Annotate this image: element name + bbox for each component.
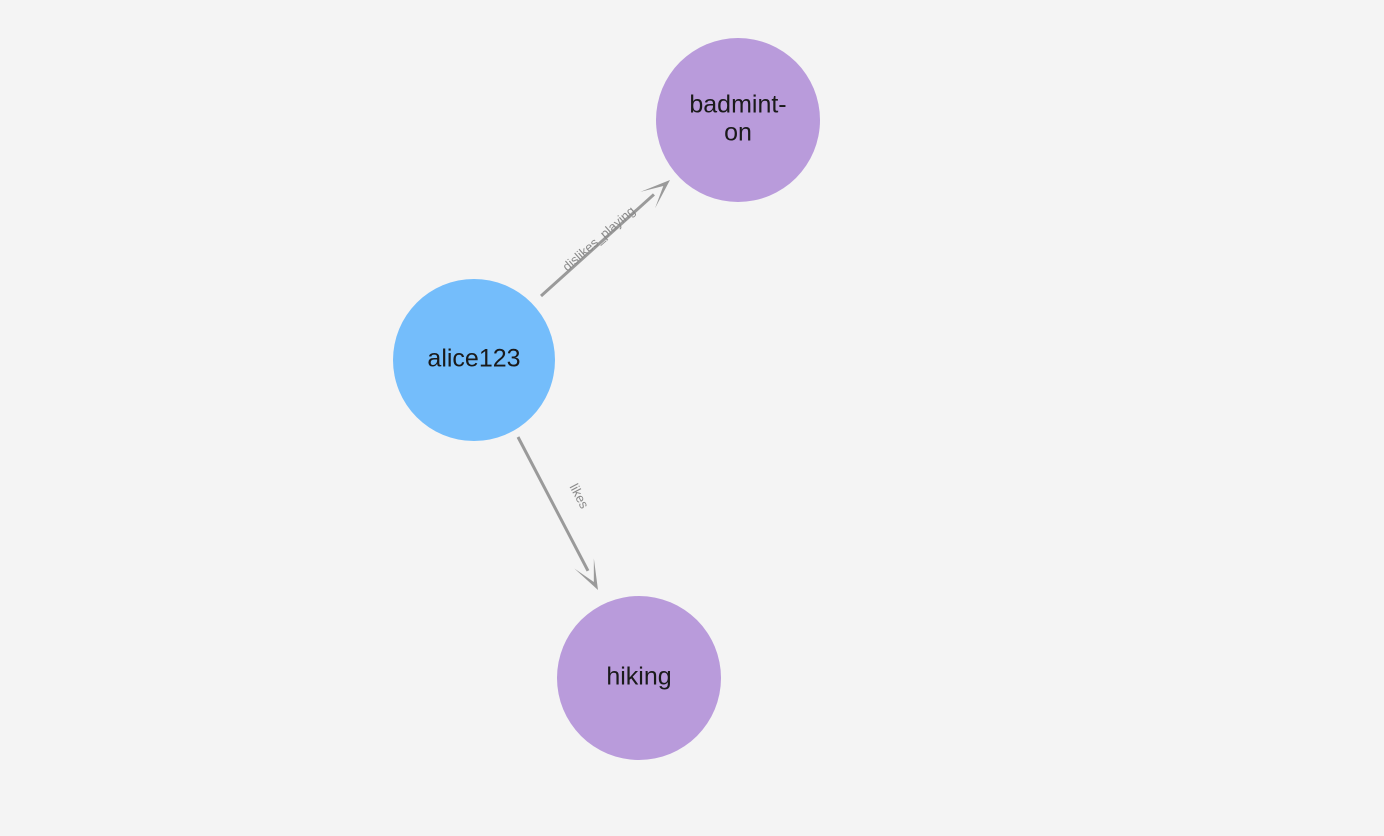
edge-line [539,193,655,298]
node-circle[interactable] [656,38,820,202]
node-circle[interactable] [557,596,721,760]
graph-node-badminton[interactable]: badmint-on [656,38,820,202]
graph-node-hiking[interactable]: hiking [557,596,721,760]
edge-arrowhead-icon [640,180,670,209]
edge-arrowhead-icon [574,558,598,590]
graph-edge[interactable] [516,436,598,590]
graph-node-alice123[interactable]: alice123 [393,279,555,441]
node-circle[interactable] [393,279,555,441]
edges-layer [516,180,670,590]
edge-line [516,436,590,572]
graph-edge[interactable] [539,180,670,298]
